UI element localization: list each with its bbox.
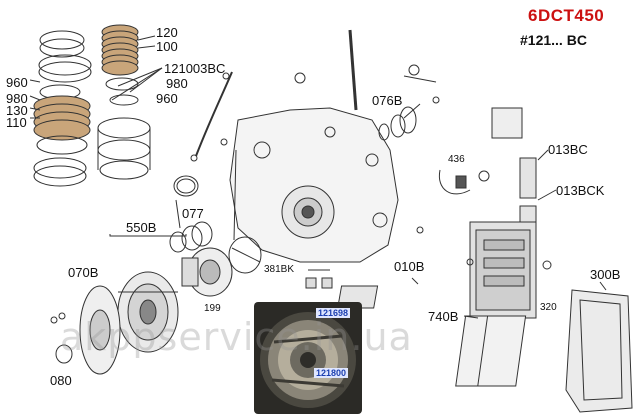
clutch-photo-image (254, 302, 362, 414)
watermark: akppservice.in.ua (60, 315, 413, 359)
label-120: 120 (156, 25, 178, 40)
label-980-left: 980 (6, 91, 28, 106)
label-076b: 076B (372, 93, 403, 108)
label-013bc: 013BC (548, 142, 588, 157)
label-320: 320 (540, 302, 557, 313)
label-960-right: 960 (156, 91, 178, 106)
clutch-pack-left (33, 30, 92, 187)
label-110: 110 (6, 115, 27, 130)
photo-label-121800: 121800 (314, 368, 349, 378)
label-980-right: 980 (166, 76, 188, 91)
valve-body (469, 221, 537, 319)
label-121003bc: 121003BC (164, 61, 226, 76)
model-title: 6DCT450 (528, 6, 605, 25)
label-077: 077 (182, 206, 204, 221)
input-hub (181, 247, 233, 297)
label-130: 130 (6, 103, 28, 118)
transmission-housing (229, 107, 399, 263)
label-100: 100 (156, 39, 178, 54)
label-010b: 010B (394, 259, 425, 274)
label-070b: 070B (68, 265, 99, 280)
serial-number: #121... BC (520, 32, 587, 48)
clutch-photo: 121698 121800 (254, 302, 362, 414)
label-080: 080 (50, 373, 72, 388)
clutch-pack-right (97, 24, 151, 180)
photo-label-121698: 121698 (316, 308, 351, 318)
label-199: 199 (204, 303, 221, 314)
label-436: 436 (448, 154, 465, 165)
label-960-left: 960 (6, 75, 28, 90)
label-381bk: 381BK (264, 264, 295, 275)
label-300b: 300B (590, 267, 621, 282)
label-740b: 740B (428, 309, 459, 324)
label-013bck: 013BCK (556, 183, 605, 198)
oil-pan (565, 289, 633, 413)
label-550b: 550B (126, 220, 157, 235)
